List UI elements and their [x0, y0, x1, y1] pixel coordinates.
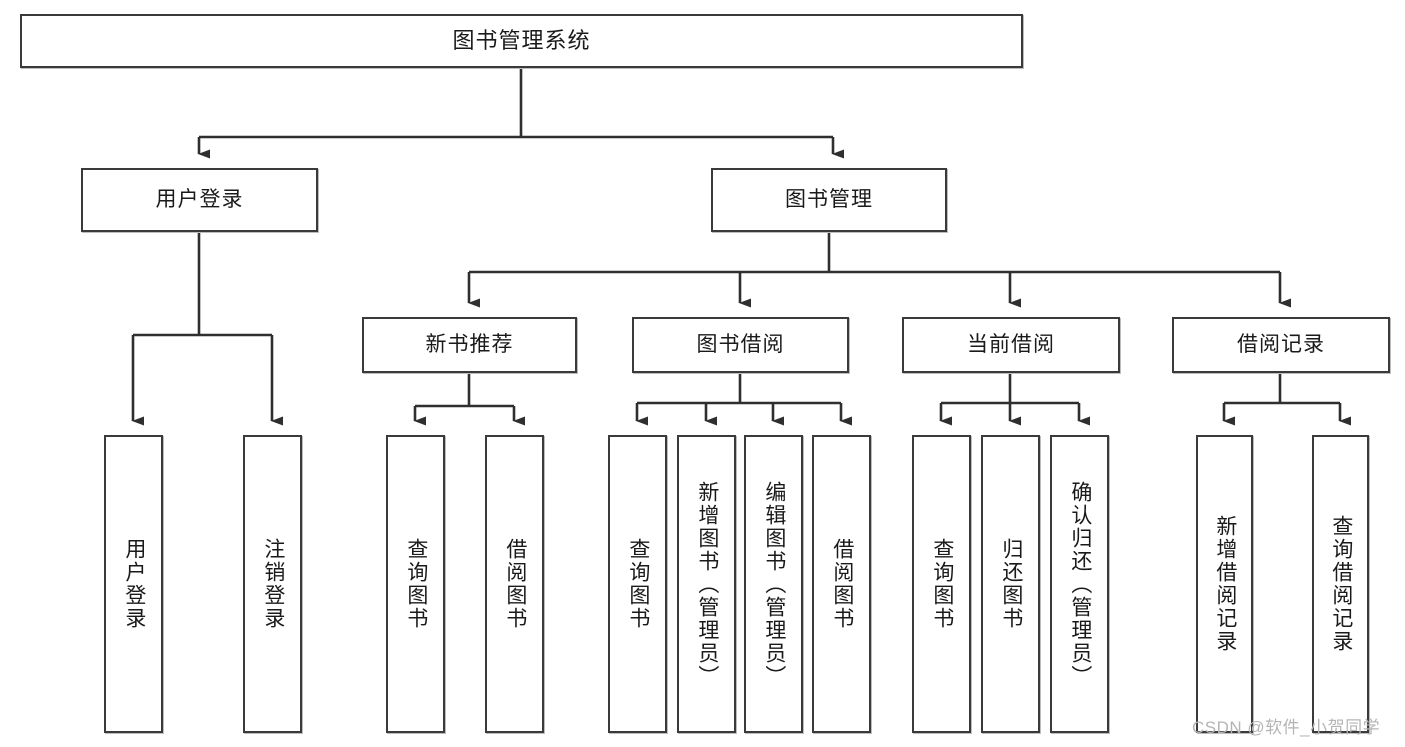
node-book-borrow[interactable]: 图书借阅: [632, 317, 849, 373]
node-label: 注销登录: [261, 538, 285, 630]
csdn-watermark: CSDN @软件_小贺同学: [1192, 718, 1381, 737]
node-new-book-recommend[interactable]: 新书推荐: [362, 317, 577, 373]
node-label: 编辑图书（管理员）: [762, 480, 786, 688]
node-label: 借阅图书: [830, 538, 854, 630]
node-label: 图书借阅: [696, 333, 785, 357]
node-user-login[interactable]: 用户登录: [81, 168, 318, 232]
node-label: 图书管理: [785, 188, 873, 212]
node-label: 图书管理系统: [452, 27, 591, 53]
node-book-management[interactable]: 图书管理: [711, 168, 947, 232]
leaf-record-query-borrow-record[interactable]: 查询借阅记录: [1312, 435, 1369, 733]
leaf-recommend-borrow-book[interactable]: 借阅图书: [485, 435, 544, 733]
node-label: 新增图书（管理员）: [695, 480, 719, 688]
node-label: 确认归还（管理员）: [1068, 480, 1092, 688]
node-root-system[interactable]: 图书管理系统: [20, 14, 1023, 68]
node-label: 当前借阅: [967, 333, 1055, 357]
leaf-borrow-edit-book-admin[interactable]: 编辑图书（管理员）: [744, 435, 803, 733]
leaf-user-logout[interactable]: 注销登录: [243, 435, 302, 733]
leaf-current-return-book[interactable]: 归还图书: [981, 435, 1040, 733]
node-label: 查询图书: [626, 538, 650, 630]
leaf-borrow-add-book-admin[interactable]: 新增图书（管理员）: [677, 435, 736, 733]
node-label: 归还图书: [999, 538, 1023, 630]
leaf-current-query-book[interactable]: 查询图书: [912, 435, 971, 733]
node-label: 借阅图书: [503, 538, 527, 630]
node-label: 查询借阅记录: [1329, 515, 1353, 653]
node-label: 用户登录: [122, 538, 146, 630]
leaf-borrow-query-book[interactable]: 查询图书: [608, 435, 667, 733]
leaf-record-add-borrow-record[interactable]: 新增借阅记录: [1196, 435, 1253, 733]
leaf-recommend-query-book[interactable]: 查询图书: [386, 435, 445, 733]
node-label: 用户登录: [155, 188, 244, 212]
leaf-borrow-borrow-book[interactable]: 借阅图书: [812, 435, 871, 733]
node-label: 新增借阅记录: [1213, 515, 1237, 653]
leaf-user-login[interactable]: 用户登录: [104, 435, 163, 733]
node-label: 新书推荐: [425, 333, 514, 357]
leaf-current-confirm-return-admin[interactable]: 确认归还（管理员）: [1050, 435, 1109, 733]
node-label: 查询图书: [404, 538, 428, 630]
node-label: 查询图书: [930, 538, 954, 630]
node-label: 借阅记录: [1237, 333, 1325, 357]
node-borrow-record[interactable]: 借阅记录: [1172, 317, 1390, 373]
node-current-borrow[interactable]: 当前借阅: [902, 317, 1120, 373]
